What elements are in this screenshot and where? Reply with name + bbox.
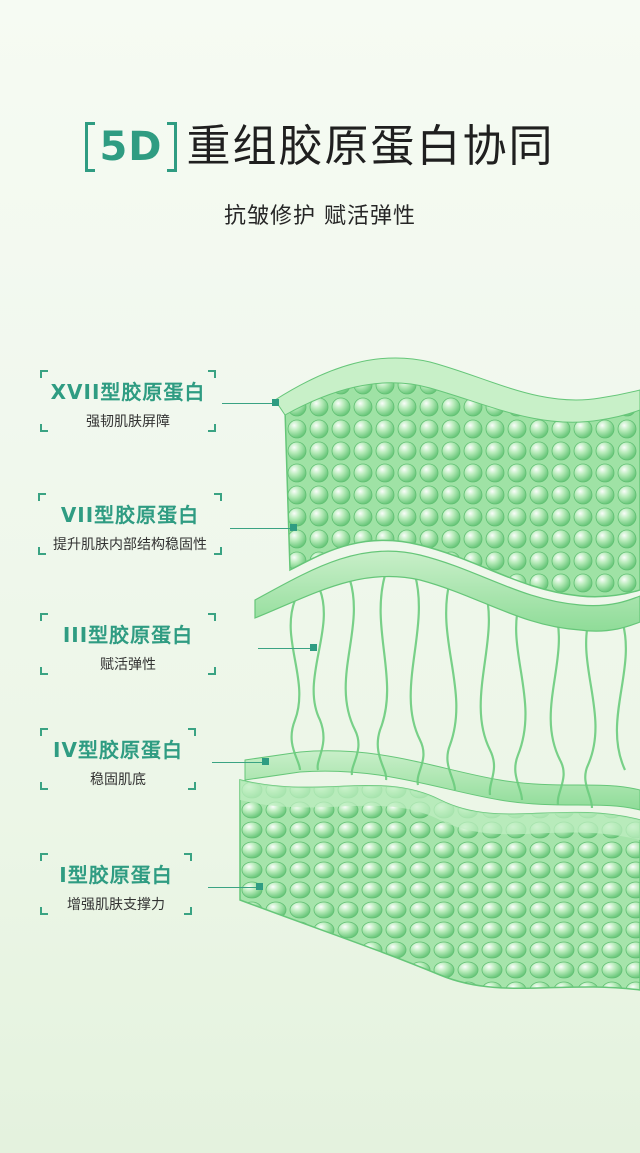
label-iv-name: IV型胶原蛋白 — [53, 738, 183, 762]
corner-mark — [40, 613, 48, 621]
marker-dot-iv — [262, 758, 269, 765]
corner-mark — [40, 667, 48, 675]
page-title: 重组胶原蛋白协同 — [186, 121, 555, 172]
corner-mark — [208, 667, 216, 675]
corner-mark — [214, 493, 222, 501]
connector-iv — [212, 762, 264, 763]
corner-mark — [188, 728, 196, 736]
page-subtitle: 抗皱修护 赋活弹性 — [224, 204, 416, 229]
label-i-desc: 增强肌肤支撑力 — [67, 897, 165, 913]
title-row: 5D 重组胶原蛋白协同 — [0, 120, 640, 174]
corner-mark — [184, 907, 192, 915]
layer-iv-shape — [244, 750, 640, 811]
corner-mark — [40, 907, 48, 915]
corner-mark — [208, 424, 216, 432]
corner-mark — [208, 370, 216, 378]
layer-vii-shape — [254, 550, 640, 632]
label-i-name: I型胶原蛋白 — [59, 863, 173, 887]
connector-iii — [258, 648, 312, 649]
corner-mark — [40, 424, 48, 432]
corner-mark — [38, 547, 46, 555]
layer-xvii-shape — [274, 357, 640, 598]
connector-xvii — [222, 403, 274, 404]
corner-mark — [188, 782, 196, 790]
corner-mark — [40, 782, 48, 790]
corner-mark — [184, 853, 192, 861]
label-iv: IV型胶原蛋白 稳固肌底 — [40, 728, 196, 790]
label-vii-name: VII型胶原蛋白 — [60, 503, 200, 527]
connector-vii — [230, 528, 292, 529]
corner-mark — [214, 547, 222, 555]
label-iii-desc: 赋活弹性 — [100, 657, 156, 673]
label-i: I型胶原蛋白 增强肌肤支撑力 — [40, 853, 192, 915]
label-vii: VII型胶原蛋白 提升肌肤内部结构稳固性 — [38, 493, 222, 555]
corner-mark — [208, 613, 216, 621]
label-iii: III型胶原蛋白 赋活弹性 — [40, 613, 216, 675]
corner-mark — [40, 853, 48, 861]
label-xvii-desc: 强韧肌肤屏障 — [86, 414, 170, 430]
layer-i-shape — [239, 779, 640, 991]
layer-iii-fibers — [289, 574, 627, 809]
corner-mark — [40, 728, 48, 736]
corner-mark — [38, 493, 46, 501]
label-xvii-name: XVII型胶原蛋白 — [50, 380, 206, 404]
label-xvii: XVII型胶原蛋白 强韧肌肤屏障 — [40, 370, 216, 432]
label-iii-name: III型胶原蛋白 — [62, 623, 194, 647]
marker-dot-xvii — [272, 399, 279, 406]
corner-mark — [40, 370, 48, 378]
marker-dot-i — [256, 883, 263, 890]
label-vii-desc: 提升肌肤内部结构稳固性 — [53, 537, 207, 553]
label-iv-desc: 稳固肌底 — [90, 772, 146, 788]
title-tag: 5D — [85, 120, 177, 174]
connector-i — [208, 887, 258, 888]
marker-dot-iii — [310, 644, 317, 651]
marker-dot-vii — [290, 524, 297, 531]
